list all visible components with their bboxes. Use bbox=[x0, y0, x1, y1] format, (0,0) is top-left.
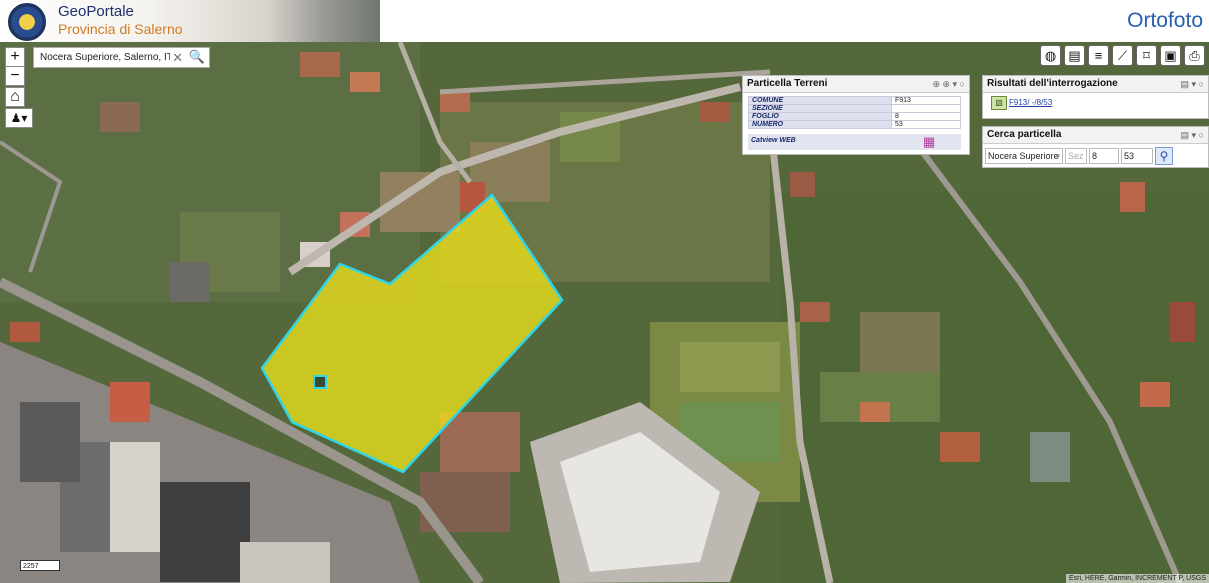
globe-icon[interactable]: ◍ bbox=[1040, 45, 1061, 66]
panel-controls[interactable]: ▤ ▾ ○ bbox=[1180, 79, 1204, 89]
catview-icon[interactable]: ▦ bbox=[923, 134, 936, 149]
search-input[interactable] bbox=[38, 51, 172, 64]
list-icon[interactable]: ≡ bbox=[1088, 45, 1109, 66]
parcel-result-link[interactable]: F913/ -/8/53 bbox=[1009, 98, 1053, 107]
foglio-field[interactable]: 8 bbox=[1089, 148, 1119, 164]
comune-value: Nocera Superiore bbox=[988, 151, 1059, 161]
map-attribution: Esri, HERE, Garmin, INCREMENT P, USGS bbox=[1065, 574, 1209, 583]
map-layers-icon[interactable]: ▤ bbox=[1064, 45, 1085, 66]
photo-layers-icon[interactable]: ▣ bbox=[1160, 45, 1181, 66]
cerca-panel-header[interactable]: Cerca particella ▤ ▾ ○ bbox=[983, 127, 1208, 144]
row-key: FOGLIO bbox=[748, 112, 892, 121]
cerca-panel: Cerca particella ▤ ▾ ○ Nocera Superiore … bbox=[982, 126, 1209, 168]
location-search[interactable]: ✕ 🔍 bbox=[33, 47, 210, 68]
numero-field[interactable]: 53 bbox=[1121, 148, 1153, 164]
search-icon[interactable]: 🔍 bbox=[188, 49, 205, 64]
parcel-highlight[interactable] bbox=[260, 193, 564, 474]
row-key: NUMERO bbox=[748, 120, 892, 129]
parcel-result-icon: ▧ bbox=[991, 96, 1007, 110]
province-logo[interactable] bbox=[8, 3, 46, 41]
brand-title: GeoPortale bbox=[58, 3, 134, 20]
map-toolbar: ◍ ▤ ≡ ⟋ ⌑ ▣ ⎙ bbox=[1040, 45, 1205, 66]
chevron-down-icon: ▾ bbox=[1055, 151, 1060, 161]
results-panel-title: Risultati dell'interrogazione bbox=[987, 78, 1118, 89]
street-view-button[interactable]: ♟▾ bbox=[5, 108, 33, 128]
cerca-panel-title: Cerca particella bbox=[987, 129, 1062, 140]
map-canvas[interactable]: + − ⌂ ♟▾ ✕ 🔍 ◍ ▤ ≡ ⟋ ⌑ ▣ ⎙ Particella Te… bbox=[0, 42, 1209, 583]
bookmark-icon[interactable]: ⌑ bbox=[1136, 45, 1157, 66]
catview-label: Catview WEB bbox=[751, 137, 796, 144]
ortho-imagery bbox=[0, 42, 1209, 583]
row-value: 8 bbox=[891, 112, 961, 121]
panel-controls[interactable]: ⊕ ⊕ ▾ ○ bbox=[932, 79, 965, 89]
comune-select[interactable]: Nocera Superiore ▾ bbox=[985, 148, 1063, 164]
clear-search-icon[interactable]: ✕ bbox=[172, 50, 183, 65]
results-panel: Risultati dell'interrogazione ▤ ▾ ○ ▧ F9… bbox=[982, 75, 1209, 119]
panel-controls[interactable]: ▤ ▾ ○ bbox=[1180, 130, 1204, 140]
brand: GeoPortale Provincia di Salerno bbox=[58, 3, 183, 37]
ruler-icon[interactable]: ⟋ bbox=[1112, 45, 1133, 66]
pegman-icon: ♟▾ bbox=[10, 111, 28, 125]
zoom-in-button[interactable]: + bbox=[5, 47, 25, 67]
results-panel-header[interactable]: Risultati dell'interrogazione ▤ ▾ ○ bbox=[983, 76, 1208, 93]
layer-title: Ortofoto bbox=[1127, 9, 1203, 32]
particella-panel-title: Particella Terreni bbox=[747, 78, 828, 89]
table-row: SEZIONE bbox=[748, 104, 961, 113]
print-icon[interactable]: ⎙ bbox=[1184, 45, 1205, 66]
row-key: SEZIONE bbox=[748, 104, 892, 113]
catview-row: Catview WEB ▦ bbox=[748, 134, 961, 150]
zoom-out-button[interactable]: − bbox=[5, 66, 25, 86]
row-key: COMUNE bbox=[748, 96, 892, 105]
search-parcel-button[interactable]: ⚲ bbox=[1155, 147, 1173, 165]
header-banner-image bbox=[0, 0, 380, 42]
brand-subtitle: Provincia di Salerno bbox=[58, 21, 183, 37]
scale-indicator: 2257 bbox=[20, 560, 60, 571]
row-value bbox=[891, 104, 961, 113]
home-icon: ⌂ bbox=[10, 88, 20, 105]
search-icon: ⚲ bbox=[1159, 149, 1169, 163]
sezione-field[interactable]: Sez bbox=[1065, 148, 1087, 164]
row-value: 53 bbox=[891, 120, 961, 129]
particella-panel-header[interactable]: Particella Terreni ⊕ ⊕ ▾ ○ bbox=[743, 76, 969, 93]
home-button[interactable]: ⌂ bbox=[5, 87, 25, 107]
row-value: F913 bbox=[891, 96, 961, 105]
header: GeoPortale Provincia di Salerno Ortofoto bbox=[0, 0, 1209, 42]
